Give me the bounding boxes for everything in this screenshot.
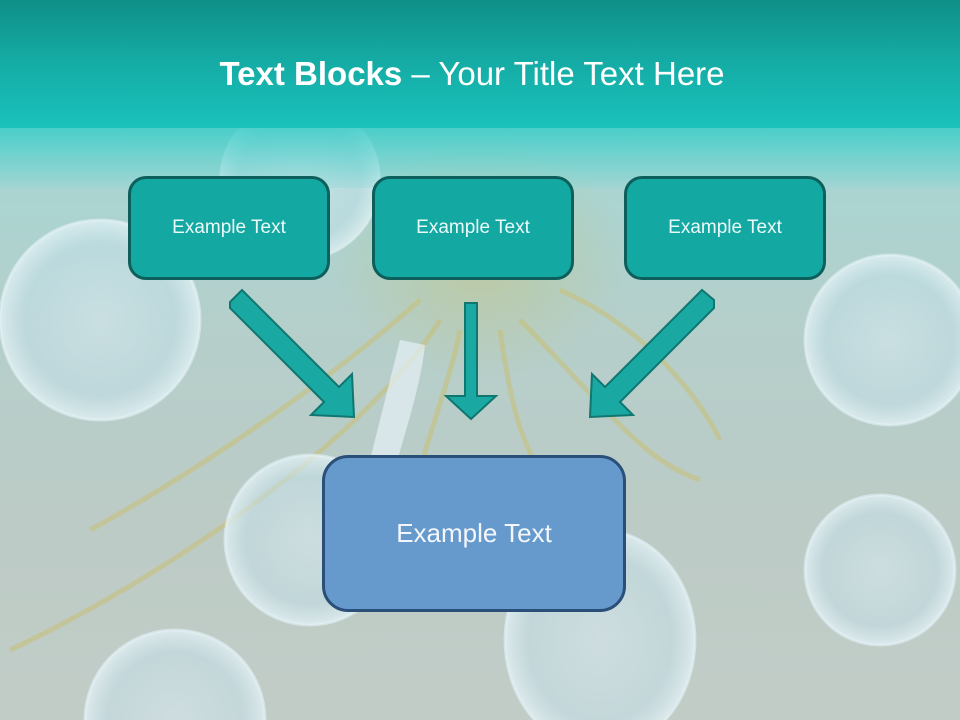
result-block[interactable]: Example Text — [322, 455, 626, 612]
slide-title: Text Blocks – Your Title Text Here — [0, 52, 944, 96]
result-block-label: Example Text — [396, 518, 552, 548]
text-block-1-label: Example Text — [172, 217, 286, 238]
text-block-2[interactable]: Example Text — [372, 176, 574, 280]
text-block-3-label: Example Text — [668, 217, 782, 238]
title-bar — [0, 0, 960, 128]
text-block-1[interactable]: Example Text — [128, 176, 330, 280]
title-dash: – — [402, 55, 439, 92]
arrow-down-icon[interactable] — [443, 302, 499, 421]
text-block-2-label: Example Text — [416, 217, 530, 238]
text-block-3[interactable]: Example Text — [624, 176, 826, 280]
arrow-down-left-icon[interactable] — [588, 288, 715, 419]
title-rest: Your Title Text Here — [438, 55, 725, 92]
title-bold-part: Text Blocks — [219, 55, 403, 92]
arrow-down-right-icon[interactable] — [229, 288, 356, 419]
